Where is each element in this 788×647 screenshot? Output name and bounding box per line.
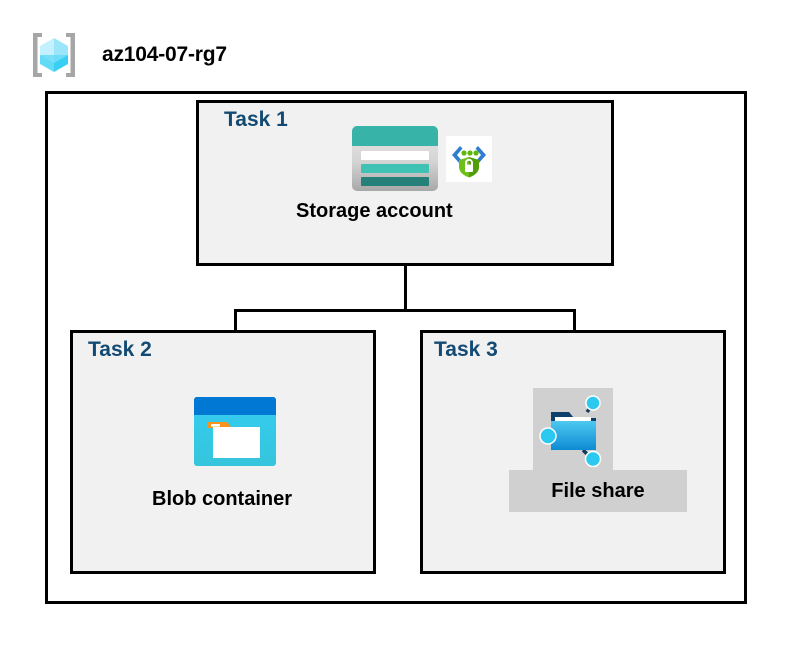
task-1-label: Task 1 — [224, 108, 288, 131]
connector-horizontal-bar — [234, 309, 576, 312]
resource-group-container — [45, 91, 747, 604]
connector-trunk-storage-account — [404, 266, 407, 311]
file-share-icon — [533, 388, 613, 474]
storage-encryption-shield-icon — [446, 136, 492, 182]
storage-account-icon — [352, 126, 438, 191]
resource-group-name: az104-07-rg7 — [102, 43, 227, 66]
resource-group-header: az104-07-rg7 — [28, 26, 348, 84]
blob-container-icon — [193, 396, 277, 468]
storage-account-caption: Storage account — [296, 200, 453, 222]
task-2-label: Task 2 — [88, 338, 152, 361]
resource-group-cube-icon — [28, 29, 80, 81]
blob-container-caption: Blob container — [152, 488, 293, 510]
task-3-label: Task 3 — [434, 338, 498, 361]
file-share-caption: File share — [509, 470, 687, 512]
